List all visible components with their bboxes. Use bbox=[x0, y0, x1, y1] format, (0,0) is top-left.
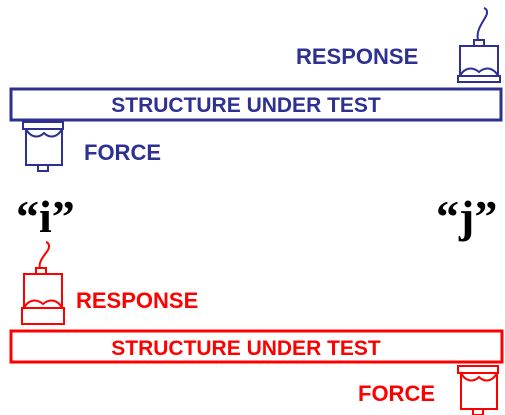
top-accelerometer-icon bbox=[457, 7, 501, 83]
bottom-force-label: FORCE bbox=[358, 381, 435, 406]
top-structure-beam bbox=[9, 87, 503, 122]
bottom-structure-beam bbox=[9, 329, 504, 364]
top-force-transducer-icon bbox=[22, 121, 64, 172]
bottom-response-label: RESPONSE bbox=[76, 288, 198, 313]
top-force-label: FORCE bbox=[84, 140, 161, 165]
top-structure-label: STRUCTURE UNDER TEST bbox=[111, 94, 381, 117]
top-response-label: RESPONSE bbox=[296, 44, 418, 69]
bottom-setup: RESPONSE STRUCTURE UNDER TEST FORCE bbox=[9, 241, 504, 415]
bottom-accelerometer-icon bbox=[21, 241, 65, 325]
bottom-structure-label: STRUCTURE UNDER TEST bbox=[111, 337, 381, 360]
point-i-label: “i” bbox=[16, 191, 75, 242]
bottom-force-transducer-icon bbox=[457, 365, 499, 415]
top-setup: RESPONSE STRUCTURE UNDER TEST FORCE bbox=[9, 7, 503, 172]
point-j-label: “j” bbox=[436, 191, 497, 242]
